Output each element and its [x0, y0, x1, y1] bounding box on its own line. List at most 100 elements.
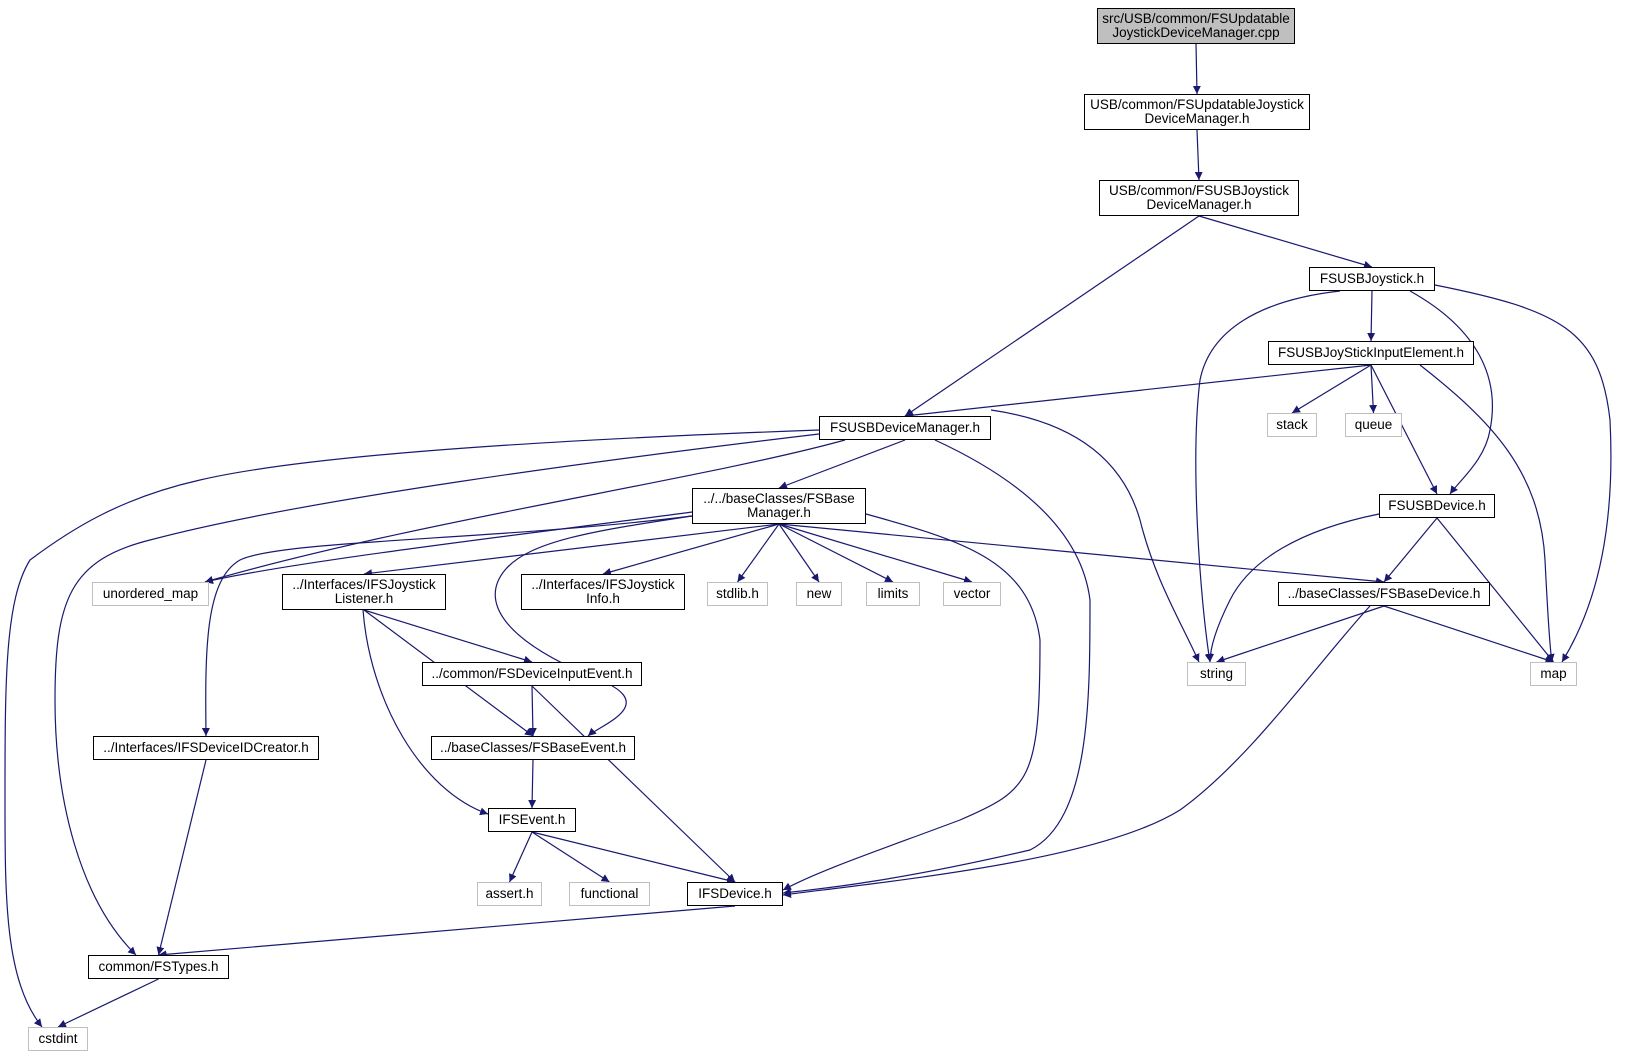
node-cstdint: cstdint: [28, 1027, 88, 1051]
node-label: stdlib.h: [716, 586, 759, 601]
node-label: map: [1540, 666, 1567, 681]
node-ifsdev[interactable]: IFSDevice.h: [687, 882, 783, 906]
edge-dm-cstdint: [4, 429, 820, 1028]
edge-joy-string: [1195, 290, 1341, 663]
node-updh[interactable]: USB/common/FSUpdatableJoystick DeviceMan…: [1084, 94, 1310, 130]
node-label: new: [806, 586, 832, 601]
node-label: src/USB/common/FSUpdatable JoystickDevic…: [1102, 11, 1290, 40]
node-vector: vector: [943, 582, 1001, 606]
node-label: ../Interfaces/IFSDeviceIDCreator.h: [103, 740, 309, 755]
edge-usbjdm-joy: [1198, 215, 1373, 269]
edge-bm-vector: [778, 523, 973, 584]
node-umap: unordered_map: [92, 582, 209, 606]
edge-joy-usbdev: [1409, 290, 1493, 495]
node-stdlib: stdlib.h: [707, 582, 768, 606]
node-usbdev[interactable]: FSUSBDevice.h: [1379, 494, 1495, 518]
node-ijl[interactable]: ../Interfaces/IFSJoystick Listener.h: [282, 574, 446, 610]
edge-bm-new: [778, 523, 820, 583]
node-bm[interactable]: ../../baseClasses/FSBase Manager.h: [692, 488, 866, 524]
node-root[interactable]: src/USB/common/FSUpdatable JoystickDevic…: [1097, 8, 1295, 44]
node-jie[interactable]: FSUSBJoyStickInputElement.h: [1268, 341, 1474, 365]
node-new: new: [796, 582, 842, 606]
node-label: stack: [1276, 417, 1308, 432]
node-label: FSUSBJoystick.h: [1319, 271, 1425, 286]
edge-bev-ifsev: [528, 759, 537, 809]
edge-joy-jie: [1367, 290, 1376, 342]
node-iji[interactable]: ../Interfaces/IFSJoystick Info.h: [521, 574, 685, 610]
node-dm[interactable]: FSUSBDeviceManager.h: [819, 416, 991, 440]
node-label: common/FSTypes.h: [98, 959, 219, 974]
node-queue: queue: [1345, 413, 1402, 437]
edge-jie-queue: [1369, 364, 1378, 414]
node-label: FSUSBJoyStickInputElement.h: [1277, 345, 1465, 360]
edge-jie-dm: [904, 364, 1372, 420]
node-label: queue: [1354, 417, 1393, 432]
node-label: FSUSBDeviceManager.h: [829, 420, 981, 435]
edge-jie-stack: [1291, 364, 1372, 414]
edge-bm-umap: [204, 511, 693, 585]
node-label: ../Interfaces/IFSJoystick Info.h: [531, 577, 675, 606]
edge-ifsev-assert: [508, 831, 533, 883]
edge-dm-ifsdev: [782, 439, 1091, 897]
edge-usbdev-bdev: [1383, 517, 1438, 583]
edge-jie-map: [1419, 364, 1555, 663]
edge-usbjdm-dm: [904, 215, 1200, 417]
edge-die-ifsdev: [531, 685, 736, 883]
node-label: limits: [877, 586, 909, 601]
node-limits: limits: [866, 582, 920, 606]
edge-bdev-ifsdev: [782, 605, 1371, 898]
edge-ijl-ifsev: [362, 609, 489, 816]
node-bev[interactable]: ../baseClasses/FSBaseEvent.h: [431, 736, 635, 760]
node-label: IFSEvent.h: [498, 812, 566, 827]
edge-ijl-die: [363, 609, 533, 664]
node-idc[interactable]: ../Interfaces/IFSDeviceIDCreator.h: [93, 736, 319, 760]
edge-bdev-string: [1216, 605, 1385, 664]
node-assert: assert.h: [477, 882, 542, 906]
node-label: string: [1199, 666, 1233, 681]
node-func: functional: [569, 882, 650, 906]
edge-dm-types: [54, 433, 820, 956]
edge-joy-map: [1434, 284, 1612, 663]
edge-bdev-map: [1383, 605, 1554, 664]
node-label: ../baseClasses/FSBaseEvent.h: [439, 740, 627, 755]
node-ifsev[interactable]: IFSEvent.h: [488, 808, 576, 832]
edge-bm-bdev: [778, 523, 1385, 586]
node-label: ../Interfaces/IFSJoystick Listener.h: [292, 577, 436, 606]
node-types[interactable]: common/FSTypes.h: [88, 955, 229, 979]
edge-dm-string: [990, 409, 1200, 663]
edge-updh-usbjdm: [1194, 129, 1203, 181]
edge-bm-stdlib: [737, 523, 780, 583]
edge-types-cstdint: [57, 978, 159, 1028]
node-usbjdm[interactable]: USB/common/FSUSBJoystick DeviceManager.h: [1099, 180, 1299, 216]
edge-ifsev-ifsdev: [531, 831, 736, 884]
node-joy[interactable]: FSUSBJoystick.h: [1309, 267, 1435, 291]
node-die[interactable]: ../common/FSDeviceInputEvent.h: [422, 662, 642, 686]
node-label: IFSDevice.h: [698, 886, 772, 901]
edge-bm-ifsdev: [782, 513, 1041, 891]
node-label: ../baseClasses/FSBaseDevice.h: [1287, 586, 1481, 601]
edge-usbdev-string: [1206, 513, 1380, 663]
edge-dm-bm: [778, 439, 906, 489]
edge-ifsdev-types: [158, 905, 736, 959]
node-label: unordered_map: [102, 586, 199, 601]
edge-ifsev-func: [531, 831, 610, 883]
node-label: functional: [580, 886, 639, 901]
edge-die-bev: [528, 685, 537, 737]
edge-dm-umap: [204, 439, 846, 584]
node-stack: stack: [1267, 413, 1317, 437]
edge-bm-idc: [201, 515, 693, 737]
node-label: USB/common/FSUSBJoystick DeviceManager.h: [1108, 183, 1290, 212]
edge-root-updh: [1192, 43, 1201, 95]
edge-idc-types: [156, 759, 207, 956]
node-label: FSUSBDevice.h: [1388, 498, 1486, 513]
node-map: map: [1530, 662, 1577, 686]
node-label: ../../baseClasses/FSBase Manager.h: [703, 491, 855, 520]
node-bdev[interactable]: ../baseClasses/FSBaseDevice.h: [1278, 582, 1490, 606]
edge-jie-usbdev: [1370, 364, 1438, 495]
node-label: USB/common/FSUpdatableJoystick DeviceMan…: [1090, 97, 1304, 126]
node-label: assert.h: [485, 886, 534, 901]
node-label: cstdint: [38, 1031, 78, 1046]
edge-usbdev-map: [1436, 517, 1554, 663]
